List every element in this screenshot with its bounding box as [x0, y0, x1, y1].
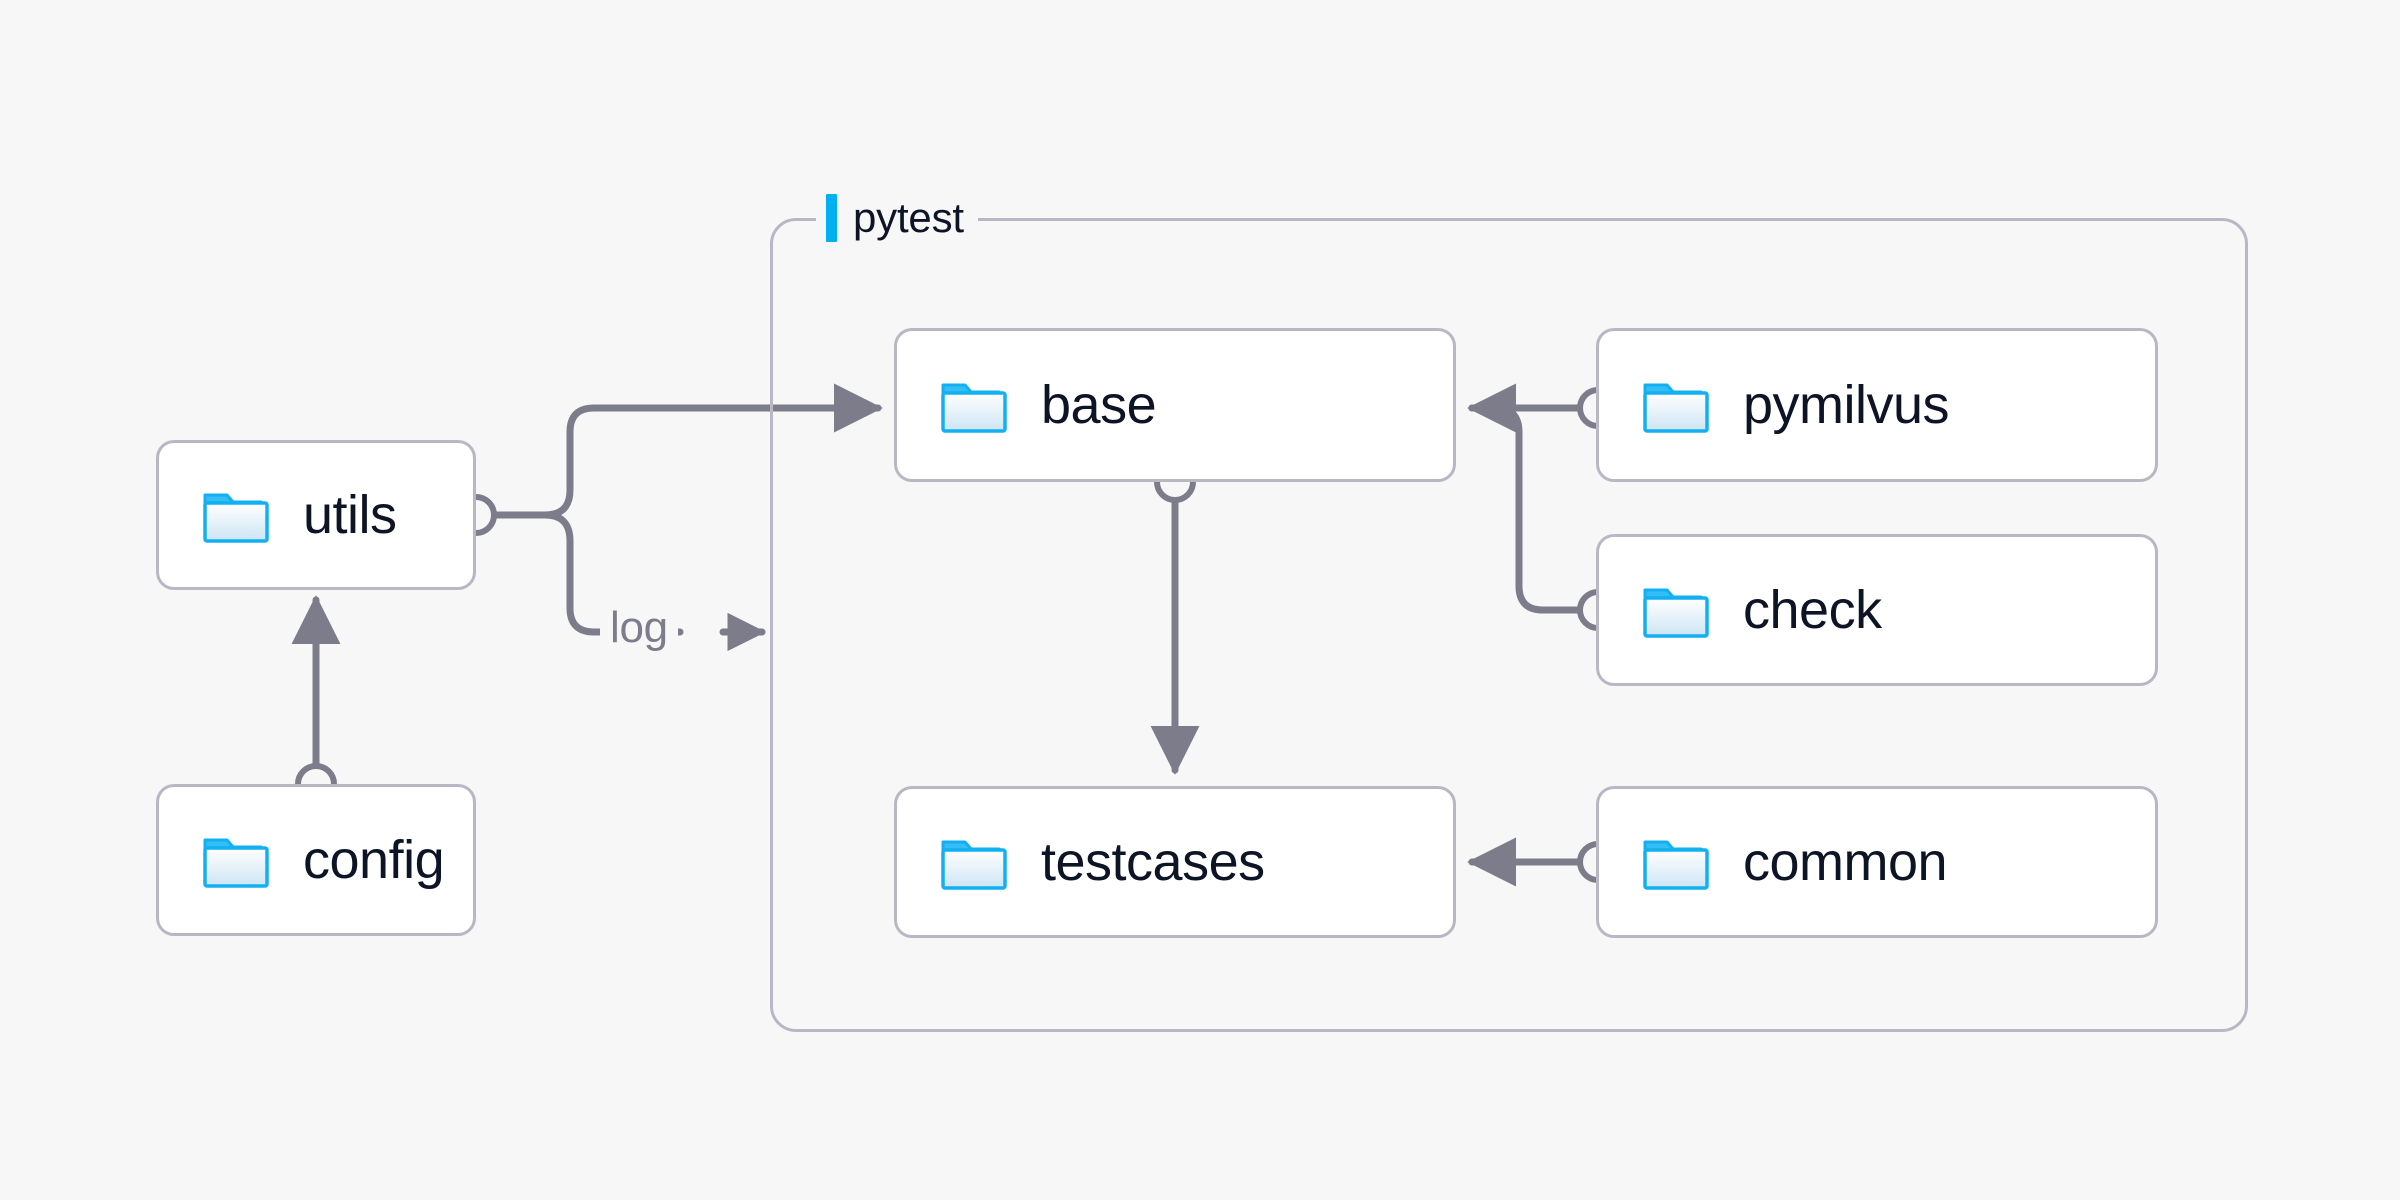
node-check[interactable]: check: [1596, 534, 2158, 686]
node-utils-label: utils: [303, 485, 397, 545]
folder-icon: [1643, 840, 1709, 890]
node-check-label: check: [1743, 580, 1882, 640]
folder-icon: [1643, 383, 1709, 433]
node-config[interactable]: config: [156, 784, 476, 936]
node-testcases[interactable]: testcases: [894, 786, 1456, 938]
node-pymilvus[interactable]: pymilvus: [1596, 328, 2158, 482]
folder-icon: [941, 383, 1007, 433]
node-utils[interactable]: utils: [156, 440, 476, 590]
edge-label-log: log: [600, 606, 678, 650]
group-pytest-label: pytest: [816, 189, 978, 247]
group-pytest[interactable]: [770, 218, 2248, 1032]
group-pytest-title: pytest: [853, 194, 964, 241]
node-common-label: common: [1743, 832, 1948, 892]
folder-icon: [941, 840, 1007, 890]
folder-icon: [1643, 588, 1709, 638]
group-accent-bar: [826, 194, 837, 242]
node-base[interactable]: base: [894, 328, 1456, 482]
node-common[interactable]: common: [1596, 786, 2158, 938]
folder-icon: [203, 493, 269, 543]
node-pymilvus-label: pymilvus: [1743, 375, 1950, 435]
folder-icon: [203, 838, 269, 888]
node-base-label: base: [1041, 375, 1157, 435]
node-testcases-label: testcases: [1041, 832, 1265, 892]
node-config-label: config: [303, 830, 445, 890]
